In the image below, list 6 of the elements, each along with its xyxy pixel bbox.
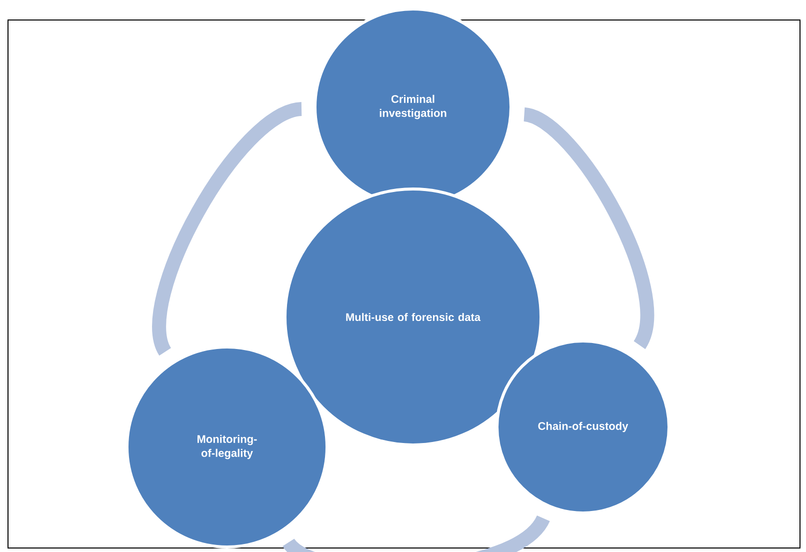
circle-node: Monitoring-of-legality [126, 346, 328, 548]
circle-node: Chain-of-custody [496, 340, 670, 514]
ring-arc [522, 108, 654, 348]
ring-arc [284, 514, 550, 552]
ring-arc [152, 102, 304, 354]
circle-node: Criminal investigation [314, 8, 512, 206]
